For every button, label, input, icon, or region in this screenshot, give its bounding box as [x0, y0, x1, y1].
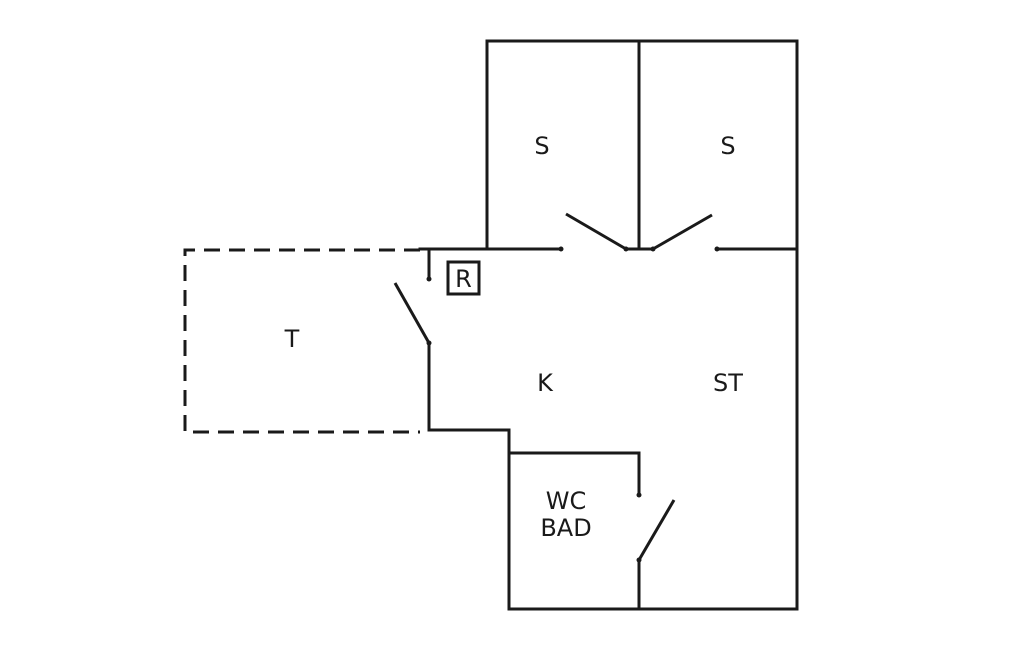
- r-marker-label: R: [455, 265, 472, 293]
- kitchen-left-wall: [427, 341, 641, 611]
- room-label-terrace: T: [284, 325, 300, 353]
- door-bathroom: [637, 499, 676, 561]
- r-marker: R: [446, 260, 481, 296]
- door-hinges: [426, 246, 720, 563]
- terrace-outline: [183, 248, 420, 434]
- bedroom-wing-wall: [485, 39, 799, 611]
- door-bedroom-right: [652, 213, 713, 251]
- room-label-bedroom-left: S: [534, 132, 549, 160]
- room-label-bathroom-wc: WC: [546, 487, 587, 515]
- room-label-bathroom-bad: BAD: [540, 514, 591, 542]
- room-label-bedroom-right: S: [720, 132, 735, 160]
- room-label-kitchen: K: [537, 369, 554, 397]
- door-bedroom-left: [565, 212, 627, 251]
- bathroom-top-wall: [507, 451, 641, 497]
- walls: [418, 39, 799, 611]
- door-terrace: [393, 282, 431, 344]
- doors: [393, 212, 713, 561]
- room-label-living-room: ST: [713, 369, 743, 397]
